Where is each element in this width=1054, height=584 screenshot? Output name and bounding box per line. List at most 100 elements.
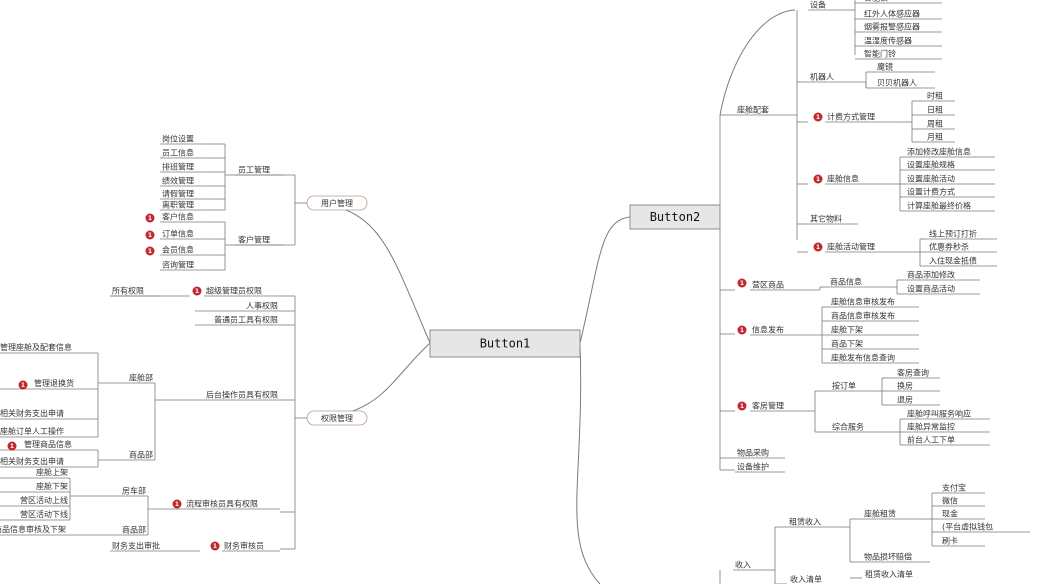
cabin-item-0: 管理座舱及配套信息	[0, 342, 72, 352]
priority-badge	[737, 401, 747, 411]
staff-item-4: 请假管理	[162, 189, 194, 199]
priority-badge	[737, 325, 747, 335]
robot-item-1: 贝贝机器人	[877, 78, 917, 88]
cabin-activity: 座舱活动管理	[827, 242, 875, 252]
priority-badge	[813, 112, 823, 122]
garage-item-3: 营区活动下线	[20, 509, 68, 519]
customer-item-3: 咨询管理	[162, 260, 194, 270]
customer-item-2: 会员信息	[162, 245, 194, 255]
cabin-info: 座舱信息	[827, 174, 859, 184]
cabin-info-item-4: 计算座舱最终价格	[907, 201, 971, 211]
activity-item-1: 优惠券秒杀	[929, 242, 969, 252]
flow-review: 流程审核员具有权限	[186, 499, 258, 509]
priority-badge-number: 1	[195, 288, 199, 295]
wallet-item: (平台虚拟钱包	[942, 522, 993, 532]
finance-reviewer: 财务审核员	[224, 541, 264, 551]
cabin-refund-badge	[18, 380, 28, 390]
cabin-dept: 座舱部	[129, 373, 153, 383]
overall: 综合服务	[832, 422, 864, 432]
goods-item-1: 相关财务支出申请	[0, 456, 64, 466]
goods-info-item-1: 设置商品活动	[907, 284, 955, 294]
priority-badge-number: 1	[740, 327, 744, 334]
garage-item-0: 座舱上架	[36, 467, 68, 477]
shop: 营区商品	[752, 280, 784, 290]
priority-badge	[813, 174, 823, 184]
payment-item-2: 现金	[942, 509, 958, 519]
perm-mgmt-label: 权限管理	[321, 413, 353, 423]
goods-item-0: 管理商品信息	[24, 439, 72, 449]
order-item-2: 退房	[897, 395, 913, 405]
info-pub-item-0: 座舱信息审核发布	[831, 297, 895, 307]
maintenance: 设备维护	[737, 462, 769, 472]
priority-badge-number: 1	[816, 176, 820, 183]
branch-curve-button2	[579, 216, 631, 344]
priority-badge-number: 1	[10, 443, 14, 450]
garage-dept: 房车部	[122, 486, 146, 496]
branch-curve-user	[307, 202, 431, 344]
priority-badge-number: 1	[213, 543, 217, 550]
priority-badge	[813, 242, 823, 252]
overall-item-1: 座舱异常监控	[907, 422, 955, 432]
activity-item-2: 入住现金抵债	[929, 256, 977, 266]
central-node-box[interactable]	[429, 329, 581, 358]
info-pub-item-1: 商品信息审核发布	[831, 311, 895, 321]
payment-item-0: 支付宝	[942, 483, 966, 493]
priority-badge	[145, 213, 155, 223]
cabin-rent: 座舱租赁	[864, 509, 896, 519]
all-perm: 所有权限	[112, 286, 144, 296]
info-pub-item-2: 座舱下架	[831, 325, 863, 335]
overall-item-0: 座舱呼叫服务响应	[907, 409, 971, 419]
priority-badge	[737, 278, 747, 288]
payment-item-1: 微信	[942, 496, 958, 506]
cabin-item-1: 管理退换货	[34, 378, 74, 388]
robot: 机器人	[810, 72, 834, 82]
purchase: 物品采购	[737, 448, 769, 458]
button2-node-box[interactable]	[629, 204, 721, 230]
staff-item-2: 排班管理	[162, 162, 194, 172]
staff-item-3: 绩效管理	[162, 176, 194, 186]
priority-badge-number: 1	[816, 244, 820, 251]
device-item-3: 温湿度传感器	[864, 36, 912, 46]
customer-service: 客房管理	[752, 401, 784, 411]
info-pub: 信息发布	[752, 325, 784, 335]
other: 其它物料	[810, 214, 842, 224]
branch-curve-perm	[307, 342, 431, 419]
payment-item-3: 刷卡	[942, 536, 958, 546]
device: 设备	[810, 0, 826, 10]
staff-item-5: 离职管理	[162, 200, 194, 210]
overall-item-2: 前台人工下单	[907, 435, 955, 445]
central-node-label: Button1	[480, 337, 531, 351]
billing: 计费方式管理	[827, 112, 875, 122]
device-item-1: 红外人体感应器	[864, 9, 920, 19]
goods-review: 商品信息审核及下架	[0, 524, 66, 534]
order: 按订单	[832, 381, 856, 391]
goods-damage: 物品损坏赔偿	[864, 552, 912, 562]
device-item-4: 智能门铃	[864, 49, 896, 59]
priority-badge-number: 1	[148, 215, 152, 222]
info-pub-item-4: 座舱发布信息查询	[831, 353, 895, 363]
flow-review-badge	[172, 499, 182, 509]
rent-income: 租赁收入	[789, 517, 821, 527]
finance-exp: 财务支出审批	[112, 541, 160, 551]
goods-dept: 商品部	[129, 450, 153, 460]
cabin-item-3: 座舱订单人工操作	[0, 426, 64, 436]
rent-income-list: 租赁收入清单	[865, 569, 913, 579]
priority-badge-number: 1	[740, 280, 744, 287]
device-item-2: 烟雾报警感应器	[864, 22, 920, 32]
super-admin-badge	[192, 286, 202, 296]
cabin-info-item-1: 设置座舱规格	[907, 160, 955, 170]
goods-info: 商品信息	[830, 277, 862, 287]
order-item-0: 客房查询	[897, 368, 929, 378]
cabin-info-item-2: 设置座舱活动	[907, 174, 955, 184]
cabin-config: 座舱配套	[737, 105, 769, 115]
staff-item-0: 岗位设置	[162, 134, 194, 144]
finance-badge	[210, 541, 220, 551]
backend-ops: 后台操作员具有权限	[206, 390, 278, 400]
device-item-0: 智能锁	[864, 0, 888, 3]
billing-item-1: 日租	[927, 106, 943, 115]
staff-mgmt: 员工管理	[238, 165, 270, 175]
branch-curve-bottom	[576, 342, 601, 584]
cabin-item-2: 相关财务支出申请	[0, 408, 64, 418]
income-list: 收入清单	[790, 574, 822, 584]
